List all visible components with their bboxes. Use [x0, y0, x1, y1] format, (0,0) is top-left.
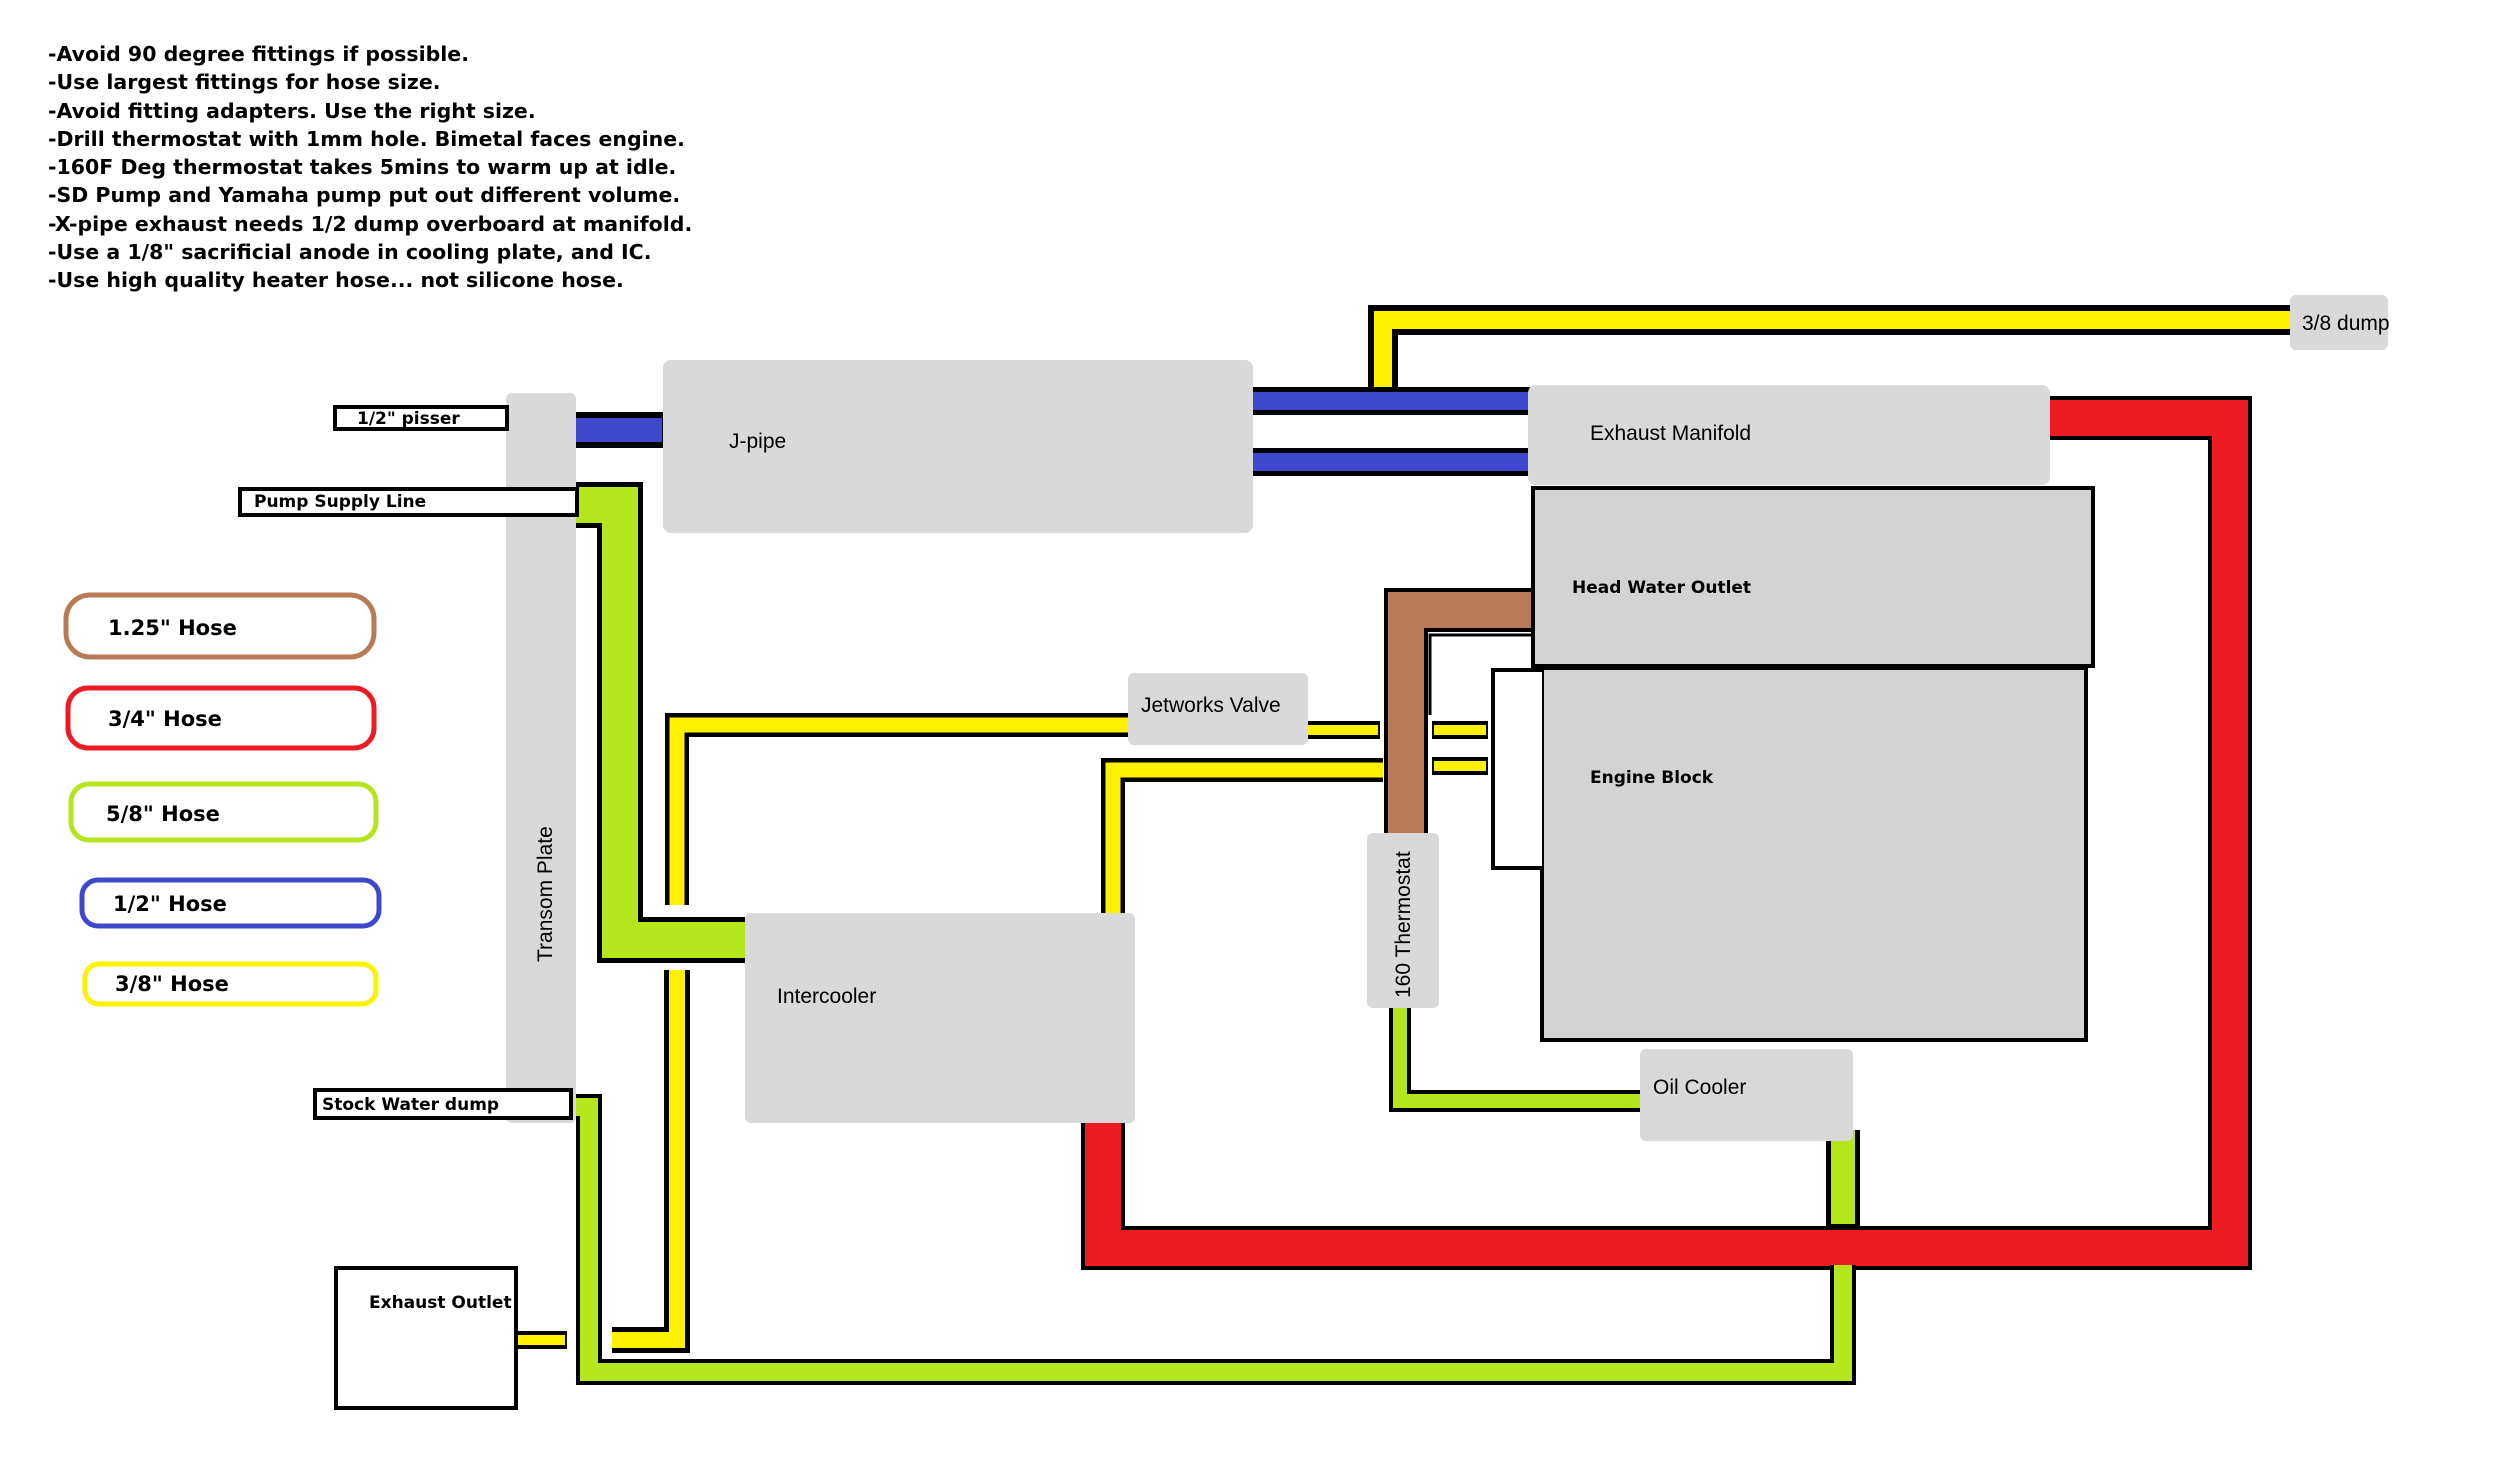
legend-label: 1/2" Hose	[113, 892, 227, 916]
legend-label: 1.25" Hose	[108, 616, 237, 640]
intercooler-label: Intercooler	[777, 985, 876, 1008]
engine-side-fitting	[1491, 668, 1542, 870]
engine-block-label: Engine Block	[1590, 768, 1714, 788]
note-line: -X-pipe exhaust needs 1/2 dump overboard…	[48, 211, 693, 236]
legend-label: 5/8" Hose	[106, 802, 220, 826]
legend-item-58: 5/8" Hose	[68, 781, 379, 843]
j-pipe-box: J-pipe	[663, 360, 1253, 533]
hose-58-pump-supply	[576, 482, 745, 963]
note-line: -Avoid fitting adapters. Use the right s…	[48, 98, 536, 123]
engine-block-box: Engine Block	[1540, 666, 2088, 1042]
hose-58-thermostat-oilcooler	[1389, 1000, 1640, 1112]
exhaust-manifold-box: Exhaust Manifold	[1528, 385, 2050, 485]
pump-supply-line: Pump Supply Line	[238, 487, 579, 517]
hose-38-block-upper	[1432, 721, 1488, 739]
stock-water-dump-line: Stock Water dump	[313, 1088, 573, 1120]
hose-38-ic-feed	[1101, 758, 1383, 920]
pump-supply-label: Pump Supply Line	[254, 492, 426, 512]
legend-label: 3/4" Hose	[108, 707, 222, 731]
hose-38-exhaust-outlet-stub	[515, 1331, 567, 1349]
intercooler-box: Intercooler	[745, 913, 1135, 1123]
hose-38-jetworks-line	[665, 713, 1130, 905]
hose-34-main-loop	[1081, 396, 2252, 1270]
legend-item-34: 3/4" Hose	[65, 685, 377, 751]
transom-plate-box: Transom Plate	[506, 393, 576, 1123]
exhaust-outlet-box: Exhaust Outlet	[334, 1266, 518, 1410]
legend-label: 3/8" Hose	[115, 972, 229, 996]
jetworks-valve-box: Jetworks Valve	[1128, 673, 1308, 745]
bypass-fitting	[1428, 633, 1535, 715]
hose-125-head-thermostat	[1384, 588, 1535, 835]
j-pipe-label: J-pipe	[729, 430, 786, 453]
oil-cooler-box: Oil Cooler	[1640, 1049, 1853, 1141]
jetworks-valve-label: Jetworks Valve	[1141, 694, 1281, 717]
hose-12-jpipe-manifold-lower	[1250, 448, 1530, 476]
exhaust-manifold-label: Exhaust Manifold	[1590, 422, 1751, 445]
note-line: -Drill thermostat with 1mm hole. Bimetal…	[48, 126, 685, 151]
hose-38-exhaust-outlet-feed	[612, 970, 690, 1353]
hose-12-jpipe-manifold-upper	[1250, 387, 1530, 415]
dump-38-label: 3/8 dump	[2302, 312, 2390, 335]
hose-38-jetworks-out	[1300, 721, 1380, 739]
hose-38-block-lower	[1432, 757, 1488, 775]
note-line: -Use a 1/8" sacrificial anode in cooling…	[48, 240, 652, 265]
notes-block: -Avoid 90 degree fittings if possible. -…	[48, 40, 692, 295]
thermostat-label: 160 Thermostat	[1392, 851, 1415, 998]
head-water-outlet-label: Head Water Outlet	[1572, 578, 1751, 598]
legend-item-125: 1.25" Hose	[63, 592, 377, 660]
note-line: -160F Deg thermostat takes 5mins to warm…	[48, 155, 677, 180]
pisser-line: 1/2" pisser	[333, 405, 509, 431]
stock-water-dump-label: Stock Water dump	[322, 1095, 499, 1115]
legend-item-38: 3/8" Hose	[82, 961, 379, 1007]
thermostat-box: 160 Thermostat	[1367, 833, 1439, 1008]
hose-38-dump-line	[1368, 305, 2290, 388]
note-line: -Avoid 90 degree fittings if possible.	[48, 42, 469, 66]
dump-38-box: 3/8 dump	[2290, 295, 2390, 350]
hose-12-pisser	[572, 412, 664, 448]
hose-58-bottom-return	[576, 1094, 1856, 1385]
pisser-label: 1/2" pisser	[357, 409, 460, 429]
note-line: -Use largest fittings for hose size.	[48, 70, 441, 95]
legend: 1.25" Hose 3/4" Hose 5/8" Hose 1/2" Hose…	[63, 592, 382, 1007]
hose-58-oilcooler-drop	[1826, 1130, 1860, 1226]
note-line: -SD Pump and Yamaha pump put out differe…	[48, 183, 681, 208]
oil-cooler-label: Oil Cooler	[1653, 1076, 1746, 1099]
head-water-outlet-box: Head Water Outlet	[1531, 486, 2095, 668]
note-line: -Use high quality heater hose... not sil…	[48, 268, 624, 293]
transom-plate-label: Transom Plate	[534, 826, 557, 962]
legend-item-12: 1/2" Hose	[79, 877, 382, 929]
exhaust-outlet-label: Exhaust Outlet	[369, 1293, 512, 1313]
